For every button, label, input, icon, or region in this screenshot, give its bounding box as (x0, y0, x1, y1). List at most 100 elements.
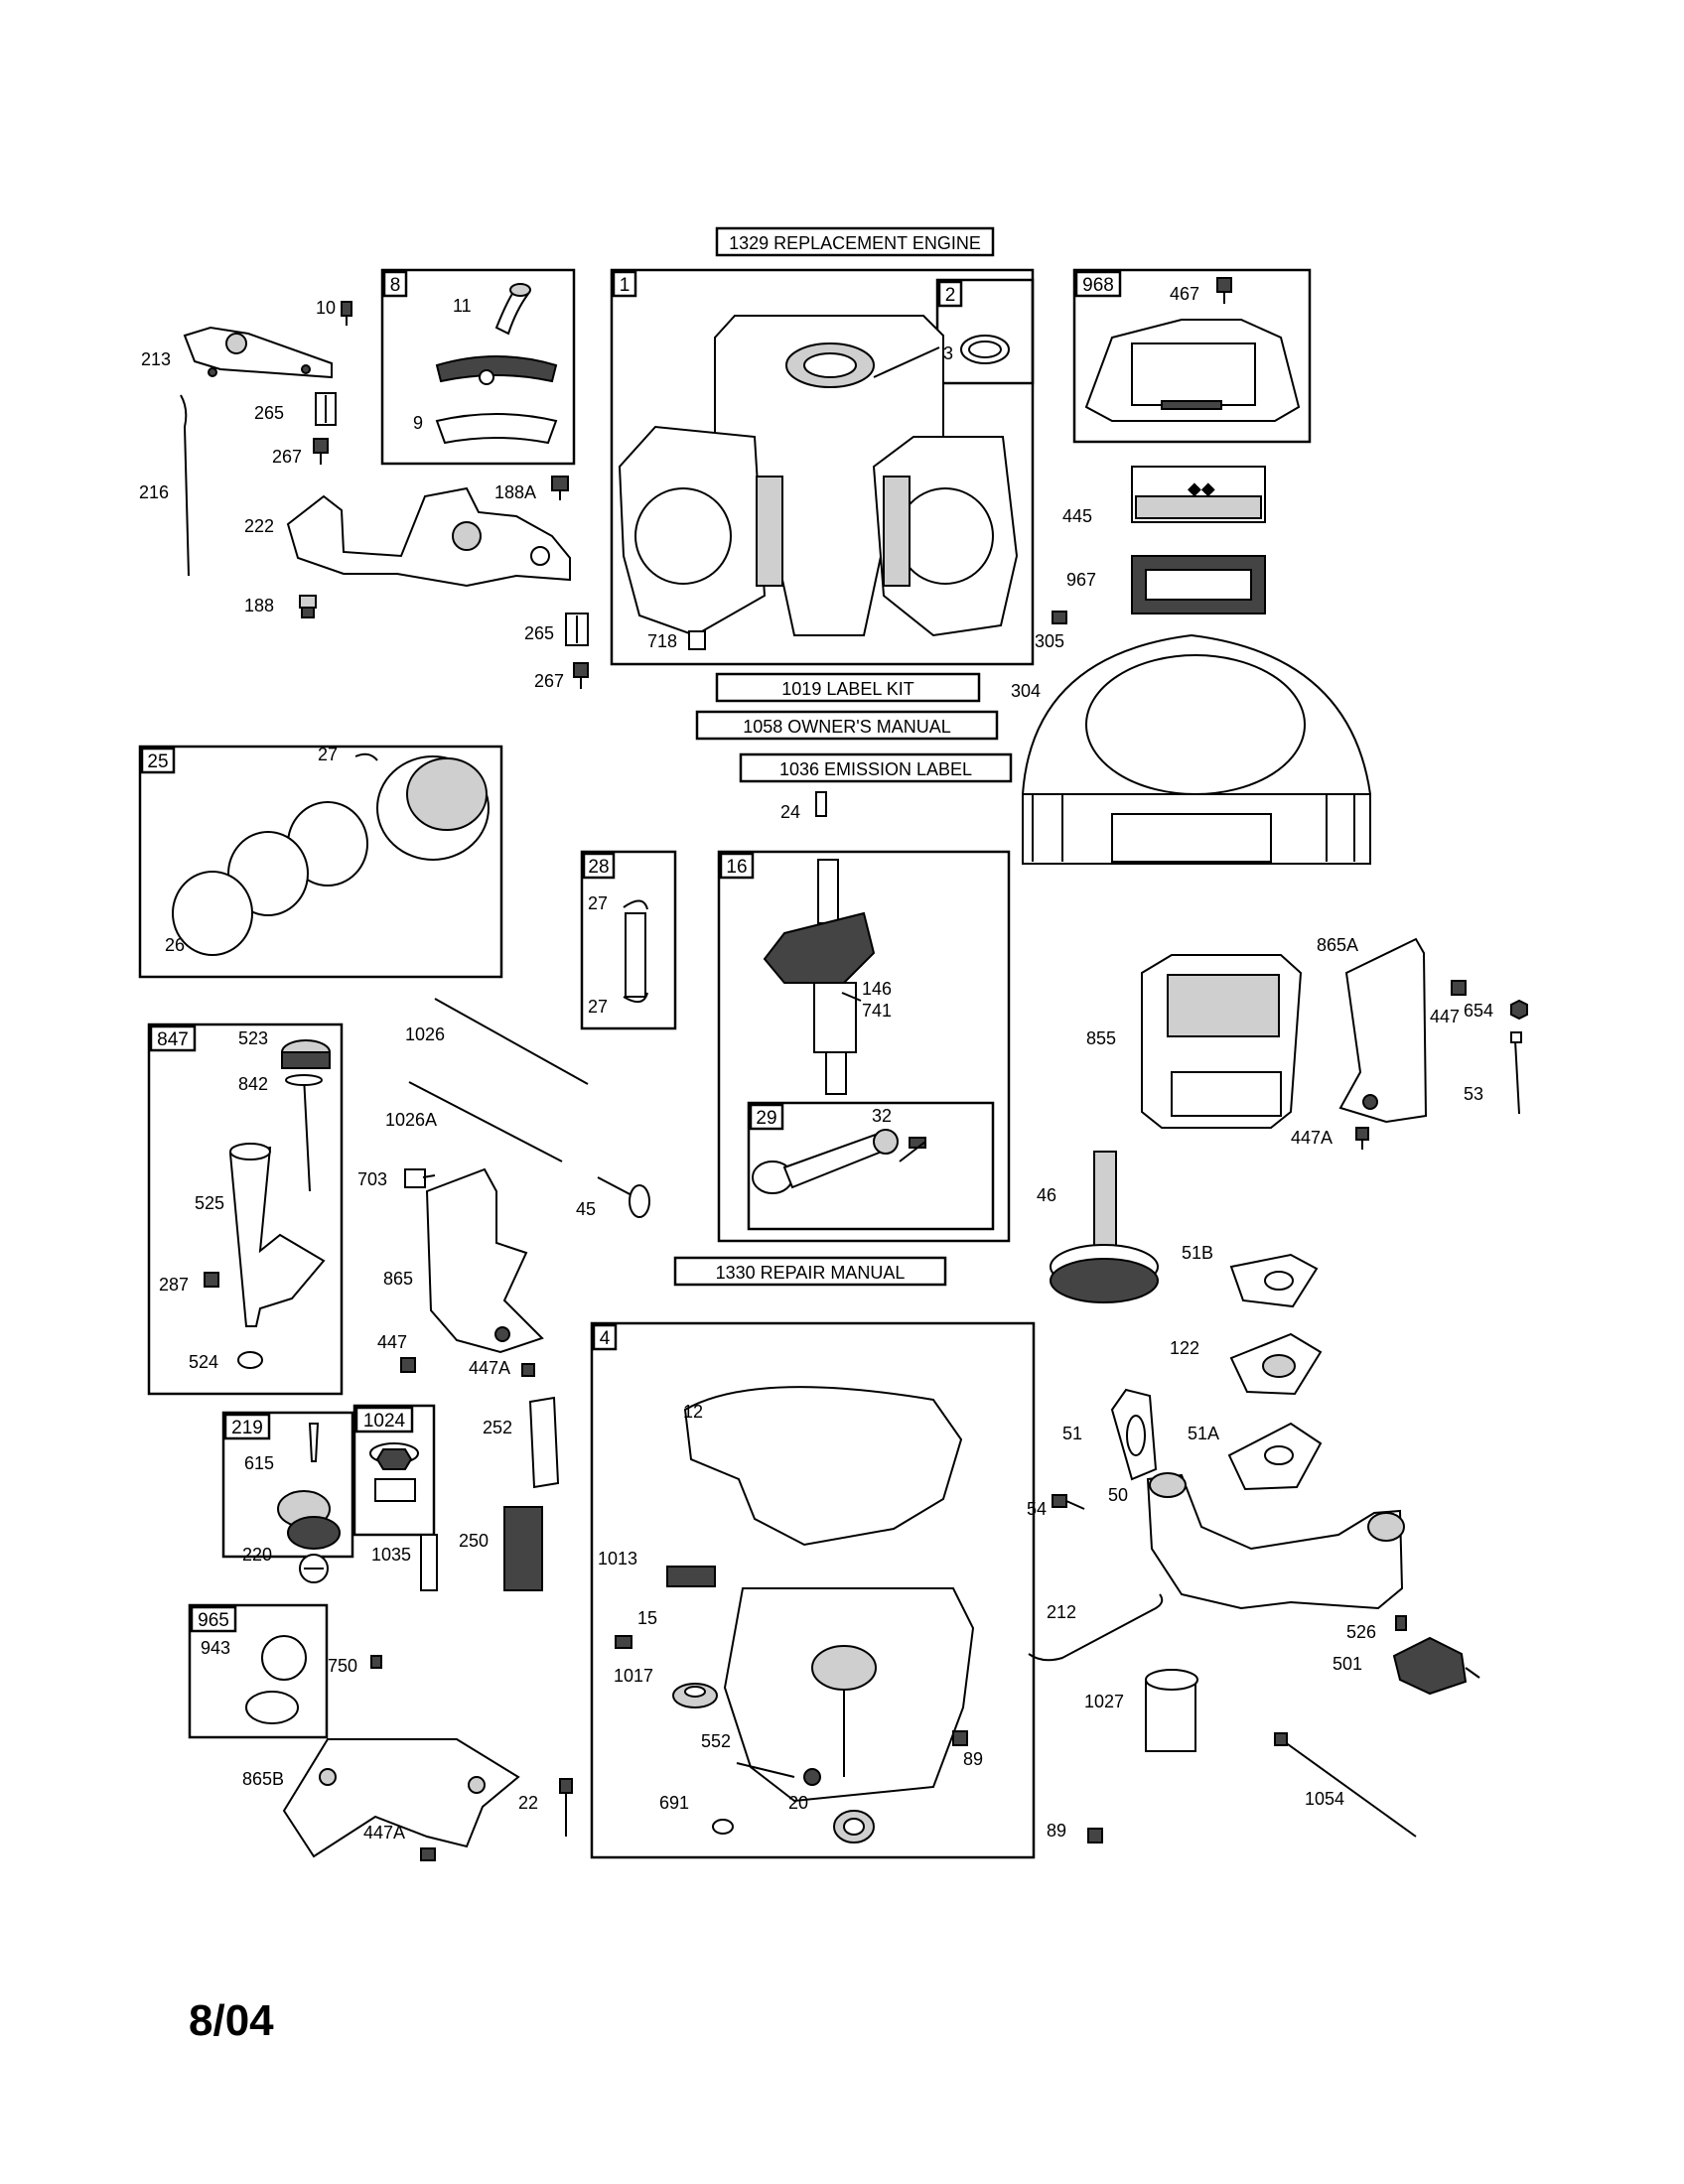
part-1026a-push-rod-drawing[interactable] (408, 1081, 563, 1162)
callout-27-c[interactable]: 27 (588, 997, 608, 1017)
callout-3[interactable]: 3 (943, 343, 953, 363)
callout-122[interactable]: 122 (1170, 1338, 1199, 1358)
callout-53[interactable]: 53 (1464, 1084, 1483, 1104)
part-15-plug-drawing[interactable] (615, 1635, 632, 1649)
callout-1026[interactable]: 1026 (405, 1024, 445, 1044)
callout-50[interactable]: 50 (1108, 1485, 1128, 1505)
group-box-968[interactable]: 968 (1072, 268, 1312, 444)
part-45-valve-drawing[interactable] (597, 1176, 650, 1218)
part-4-sump-drawing[interactable] (723, 1587, 975, 1803)
callout-12[interactable]: 12 (683, 1402, 703, 1422)
part-216-rod-drawing[interactable] (180, 394, 190, 577)
part-750-screw-drawing[interactable] (370, 1655, 382, 1669)
callout-467[interactable]: 467 (1170, 284, 1199, 304)
part-24-dowel-drawing[interactable] (815, 791, 827, 817)
callout-216[interactable]: 216 (139, 482, 169, 502)
group-box-1[interactable]: 1 (610, 268, 1035, 666)
callout-447-b[interactable]: 447 (377, 1332, 407, 1352)
callout-445[interactable]: 445 (1062, 506, 1092, 526)
group-box-219[interactable]: 219 (221, 1411, 354, 1559)
part-20-oil-seal-drawing[interactable] (833, 1810, 875, 1843)
part-1026-push-rod-drawing[interactable] (434, 998, 589, 1085)
callout-304[interactable]: 304 (1011, 681, 1041, 701)
part-654-nut-drawing[interactable] (1510, 999, 1528, 1021)
group-box-8[interactable]: 8 (380, 268, 576, 466)
callout-213[interactable]: 213 (141, 349, 171, 369)
part-122-gasket-drawing[interactable] (1229, 1332, 1323, 1396)
callout-524[interactable]: 524 (189, 1352, 218, 1372)
callout-146[interactable]: 146 (862, 979, 892, 999)
part-46-camshaft-drawing[interactable] (1050, 1151, 1159, 1303)
callout-703[interactable]: 703 (357, 1169, 387, 1189)
part-943-gasket-drawing[interactable] (245, 1635, 307, 1724)
part-968-air-cleaner-cover-drawing[interactable] (1084, 319, 1301, 422)
part-188a-screw-drawing[interactable] (551, 476, 569, 500)
part-32-bolt-drawing[interactable] (899, 1137, 926, 1162)
callout-523[interactable]: 523 (238, 1028, 268, 1048)
group-box-29[interactable]: 29 (747, 1101, 995, 1231)
group-box-25[interactable]: 25 (138, 745, 503, 979)
part-250-filter-drawing[interactable] (503, 1506, 543, 1591)
callout-250[interactable]: 250 (459, 1531, 489, 1551)
part-525-oil-fill-tube-drawing[interactable] (228, 1143, 326, 1327)
callout-89-b[interactable]: 89 (1047, 1821, 1066, 1841)
part-1013-label-drawing[interactable] (666, 1566, 716, 1587)
repair-manual-label[interactable]: 1330 REPAIR MANUAL (673, 1256, 947, 1287)
part-188-screw-drawing[interactable] (299, 595, 317, 618)
callout-1035[interactable]: 1035 (371, 1545, 411, 1565)
callout-741[interactable]: 741 (862, 1001, 892, 1021)
part-447a-screw-drawing-2[interactable] (521, 1363, 535, 1377)
part-1024-gear-drawing[interactable] (369, 1442, 419, 1502)
callout-615[interactable]: 615 (244, 1453, 274, 1473)
callout-265-b[interactable]: 265 (524, 623, 554, 643)
callout-865a[interactable]: 865A (1317, 935, 1358, 955)
callout-27[interactable]: 27 (318, 745, 338, 764)
part-865-shield-drawing[interactable] (425, 1167, 544, 1354)
part-9-cover-drawing[interactable] (435, 355, 558, 445)
part-842-dipstick-drawing[interactable] (285, 1074, 323, 1192)
part-53-stud-drawing[interactable] (1510, 1031, 1522, 1115)
replacement-engine-label[interactable]: 1329 REPLACEMENT ENGINE (715, 226, 995, 257)
callout-45[interactable]: 45 (576, 1199, 596, 1219)
callout-20[interactable]: 20 (788, 1793, 808, 1813)
part-54-bolt-drawing[interactable] (1052, 1494, 1085, 1510)
part-447-screw-drawing-2[interactable] (400, 1357, 416, 1373)
part-267-screw-drawing-2[interactable] (573, 662, 589, 689)
callout-750[interactable]: 750 (328, 1656, 357, 1676)
callout-267[interactable]: 267 (272, 447, 302, 467)
part-11-elbow-drawing[interactable] (494, 283, 531, 336)
part-1035-shaft-drawing[interactable] (420, 1534, 438, 1591)
callout-24[interactable]: 24 (780, 802, 800, 822)
part-523-cap-drawing[interactable] (281, 1039, 331, 1069)
callout-447a-c[interactable]: 447A (363, 1823, 405, 1843)
callout-526[interactable]: 526 (1346, 1622, 1376, 1642)
callout-1027[interactable]: 1027 (1084, 1692, 1124, 1711)
part-213-bracket-drawing[interactable] (183, 326, 333, 379)
part-1-engine-block-drawing[interactable] (618, 315, 1019, 637)
part-16-crankshaft-drawing[interactable] (763, 859, 876, 1095)
callout-46[interactable]: 46 (1037, 1185, 1056, 1205)
part-691-seal-drawing[interactable] (712, 1819, 734, 1835)
callout-691[interactable]: 691 (659, 1793, 689, 1813)
part-304-blower-housing-drawing[interactable] (1022, 633, 1371, 865)
part-447a-screw-drawing-3[interactable] (420, 1847, 436, 1861)
part-10-screw-drawing[interactable] (341, 301, 352, 326)
callout-447a-b[interactable]: 447A (469, 1358, 510, 1378)
emission-label-label[interactable]: 1036 EMISSION LABEL (739, 752, 1013, 783)
part-287-screw-drawing[interactable] (204, 1272, 219, 1288)
callout-54[interactable]: 54 (1027, 1499, 1047, 1519)
callout-855[interactable]: 855 (1086, 1028, 1116, 1048)
callout-865b[interactable]: 865B (242, 1769, 284, 1789)
part-212-rod-drawing[interactable] (1028, 1593, 1164, 1662)
callout-287[interactable]: 287 (159, 1275, 189, 1295)
part-220-gear-drawing[interactable] (299, 1554, 329, 1583)
part-552-plug-drawing[interactable] (803, 1768, 821, 1786)
label-kit-label[interactable]: 1019 LABEL KIT (715, 672, 981, 703)
part-89-plug-drawing-2[interactable] (1087, 1828, 1103, 1843)
callout-51a[interactable]: 51A (1188, 1424, 1219, 1443)
part-51-gasket-drawing[interactable] (1110, 1388, 1158, 1481)
part-25-piston-drawing[interactable] (172, 752, 490, 956)
part-865a-shield-drawing[interactable] (1338, 937, 1428, 1124)
callout-447a[interactable]: 447A (1291, 1128, 1333, 1148)
part-222-bracket-drawing[interactable] (286, 486, 571, 588)
